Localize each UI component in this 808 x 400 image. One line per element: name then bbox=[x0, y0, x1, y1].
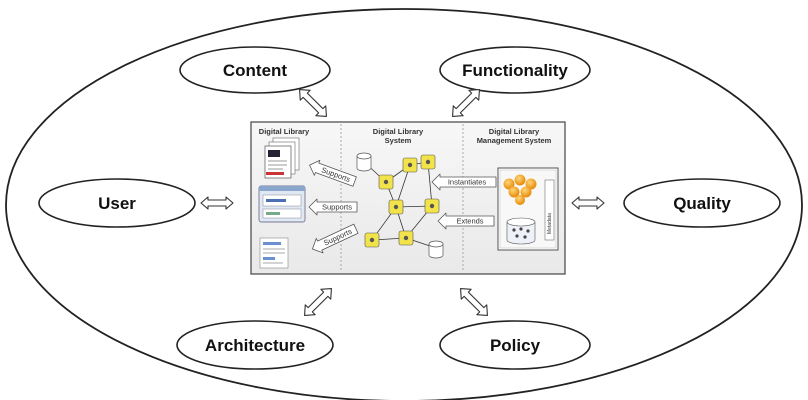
dlms-title-line2: Management System bbox=[477, 136, 552, 145]
concept-functionality[interactable]: Functionality bbox=[439, 46, 591, 94]
system-nodes bbox=[364, 154, 440, 248]
metadata-strip bbox=[544, 179, 555, 241]
instantiates-arrow: Instantiates bbox=[431, 173, 497, 191]
storage-cylinder-icon bbox=[506, 217, 536, 245]
concept-content[interactable]: Content bbox=[179, 46, 331, 94]
concept-user[interactable]: User bbox=[38, 178, 196, 228]
database-cylinders bbox=[356, 152, 444, 259]
concept-quality[interactable]: Quality bbox=[623, 178, 781, 228]
double-arrow-functionality bbox=[452, 89, 480, 117]
concept-policy[interactable]: Policy bbox=[439, 320, 591, 370]
double-arrow-quality bbox=[571, 196, 605, 210]
concept-quality-label: Quality bbox=[673, 194, 731, 213]
dls-title-line1: Digital Library bbox=[373, 127, 424, 136]
database-icon bbox=[428, 240, 444, 259]
double-arrow-architecture bbox=[304, 288, 332, 316]
concept-policy-label: Policy bbox=[490, 336, 541, 355]
extends-label: Extends bbox=[456, 217, 483, 226]
document-stack-icon bbox=[264, 137, 300, 179]
dl-title: Digital Library bbox=[259, 127, 310, 136]
double-arrow-user bbox=[200, 196, 234, 210]
supports-arrow-2: Supports bbox=[308, 198, 358, 216]
instantiates-label: Instantiates bbox=[448, 178, 487, 187]
dls-title-line2: System bbox=[385, 136, 412, 145]
central-panel: Digital Library Digital Library System D… bbox=[250, 121, 566, 275]
concept-content-label: Content bbox=[223, 61, 288, 80]
concept-user-label: User bbox=[98, 194, 136, 213]
concept-functionality-label: Functionality bbox=[462, 61, 568, 80]
application-window-icon bbox=[258, 185, 306, 223]
management-system-icon: Metadata bbox=[497, 167, 559, 251]
extends-arrow: Extends bbox=[437, 212, 495, 230]
list-document-icon bbox=[259, 237, 289, 269]
database-icon bbox=[356, 152, 372, 172]
concept-architecture[interactable]: Architecture bbox=[176, 320, 334, 370]
concept-architecture-label: Architecture bbox=[205, 336, 305, 355]
double-arrow-policy bbox=[460, 288, 488, 316]
supports-label-2: Supports bbox=[322, 203, 352, 212]
double-arrow-content bbox=[299, 89, 327, 117]
metadata-label: Metadata bbox=[547, 213, 553, 234]
dlms-title-line1: Digital Library bbox=[489, 127, 540, 136]
